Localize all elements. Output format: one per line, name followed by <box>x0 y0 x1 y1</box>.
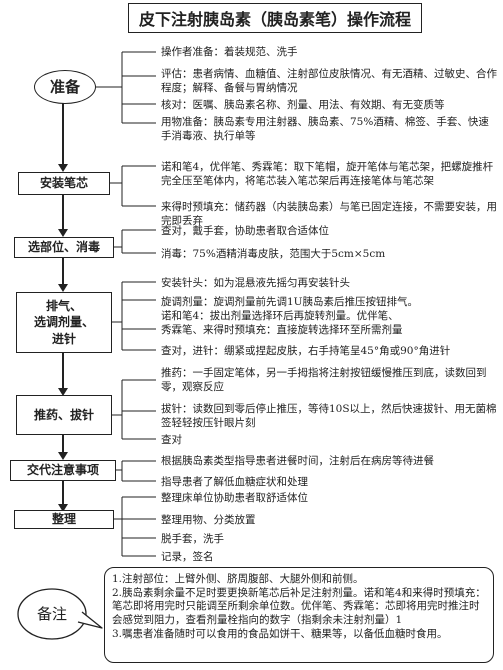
arrow-down-icon <box>58 452 68 460</box>
remarks-callout-label: 备注 <box>36 605 67 623</box>
item-record-sign: 记录，签名 <box>161 551 214 563</box>
spine-line <box>62 353 64 393</box>
item-prefilled-pen: 来得时预填充：储药器（内装胰岛素）与笔已固定连接，不需要安装，用完即丢弃 <box>161 201 497 228</box>
item-assessment: 评估：患者病情、血糖值、注射部位皮肤情况、有无酒精、过敏史、合作程度；解释、备餐… <box>161 68 497 95</box>
spine-line <box>62 101 64 170</box>
item-check-gloves: 查对，戴手套，协助患者取合适体位 <box>161 225 329 237</box>
speech-bubble-icon <box>17 588 103 640</box>
stage-precautions: 交代注意事项 <box>10 460 116 481</box>
page-title: 皮下注射胰岛素（胰岛素笔）操作流程 <box>128 3 422 33</box>
stage-select-site-disinfect: 选部位、消毒 <box>14 237 114 258</box>
item-insert-needle: 查对，进针：绷紧或捏起皮肤，右手持笔呈45°角或90°角进针 <box>161 345 451 357</box>
item-other-pens-dose: 秀霖笔、来得时预填充：直接旋转选择环至所需剂量 <box>161 324 403 336</box>
bracket-connectors <box>96 51 156 557</box>
remark-line: 3.嘱患者准备随时可以食用的食品如饼干、糖果等，以备低血糖时食用。 <box>112 627 448 640</box>
item-operator-prep: 操作者准备：着装规范、洗手 <box>161 46 298 58</box>
remark-line: 1.注射部位：上臂外侧、脐周腹部、大腿外侧和前侧。 <box>112 573 364 585</box>
item-supplies: 用物准备：胰岛素专用注射器、胰岛素、75%酒精、棉签、手套、快速手消毒液、执行单… <box>161 116 489 143</box>
item-verify-order: 核对：医嘱、胰岛素名称、剂量、用法、有效期、有无变质等 <box>161 99 445 111</box>
item-sort-supplies: 整理用物、分类放置 <box>161 514 256 526</box>
item-withdraw-needle: 拔针：读数回到零后停止推压，等待10S以上，然后快速拔针、用无菌棉签轻轻按压针眼… <box>161 403 497 430</box>
arrow-down-icon <box>58 164 68 172</box>
item-bed-unit: 整理床单位协助患者取舒适体位 <box>161 492 308 504</box>
item-remove-gloves: 脱手套，洗手 <box>161 533 224 545</box>
item-novopen-dose: 诺和笔4：拔出剂量选择环后再旋转剂量。优伴笔、 <box>161 310 399 322</box>
item-final-check: 查对 <box>161 434 182 446</box>
arrow-down-icon <box>58 388 68 396</box>
item-push-drug: 推药：一手固定笔体，另一手拇指将注射按钮缓慢推压到底，读数回到零，观察反应 <box>161 367 487 394</box>
stage-install-cartridge: 安装笔芯 <box>18 172 110 195</box>
remark-line: 2.胰岛素剩余量不足时要更换新笔芯后补足注射剂量。诺和笔4和来得时预填充：笔芯即… <box>112 586 486 626</box>
item-hypoglycemia-guidance: 指导患者了解低血糖症状和处理 <box>161 476 308 488</box>
stage-push-withdraw: 推药、拔针 <box>16 395 112 435</box>
spine-line <box>62 435 64 457</box>
remarks-callout: 备注 <box>16 586 103 644</box>
arrow-down-icon <box>58 284 68 292</box>
arrow-down-icon <box>58 229 68 237</box>
item-dial-dose: 旋调剂量：旋调剂量前先调1U胰岛素后推压按钮排气。 <box>161 296 419 308</box>
stage-prepare: 准备 <box>34 70 96 104</box>
item-pen-assembly: 诺和笔4，优伴笔、秀霖笔：取下笔帽，旋开笔体与笔芯架，把螺旋推杆完全压至笔体内，… <box>161 161 494 188</box>
item-meal-guidance: 根据胰岛素类型指导患者进餐时间，注射后在病房等待进餐 <box>161 455 434 467</box>
spine-line <box>62 481 64 509</box>
item-disinfect: 消毒：75%酒精消毒皮肤，范围大于5cm×5cm <box>161 248 386 260</box>
remarks-box: 1.注射部位：上臂外侧、脐周腹部、大腿外侧和前侧。 2.胰岛素剩余量不足时要更换… <box>104 567 494 663</box>
spine-line <box>62 258 64 290</box>
item-install-needle: 安装针头：如为混悬液先摇匀再安装针头 <box>161 277 350 289</box>
stage-tidy: 整理 <box>14 510 114 529</box>
stage-exhaust-dose-insert: 排气、 选调剂量、 进针 <box>16 292 112 353</box>
arrow-down-icon <box>58 504 68 512</box>
spine-line <box>62 195 64 235</box>
